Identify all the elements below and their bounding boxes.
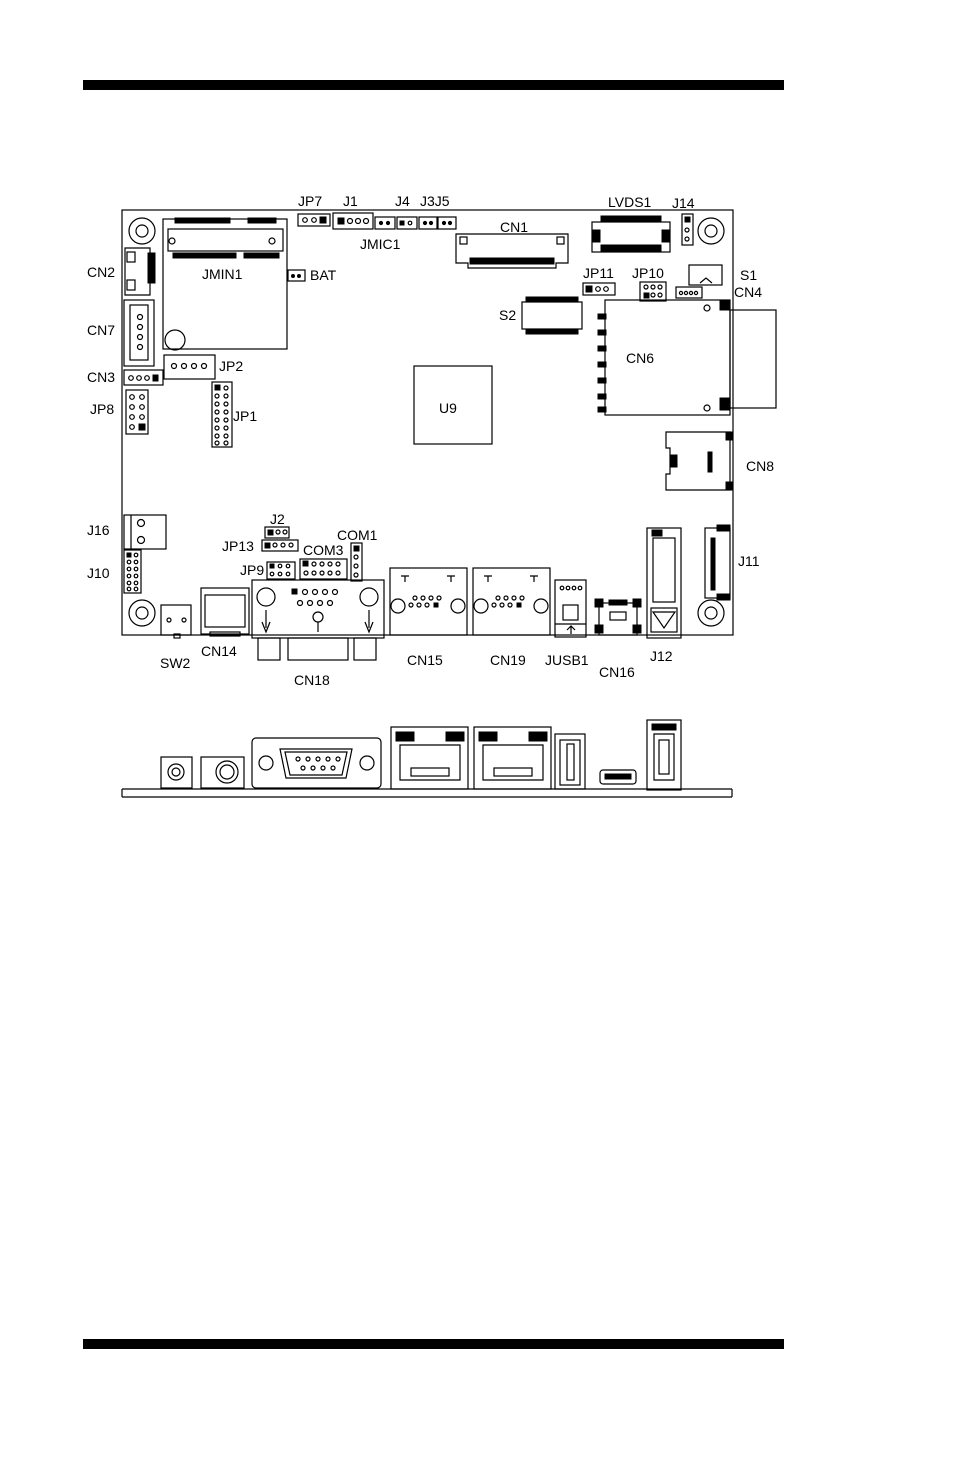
jp9-label: JP9 <box>240 562 264 578</box>
bottom-rule <box>83 1339 784 1349</box>
jp2-header <box>163 354 216 380</box>
cn18-label: CN18 <box>294 672 330 688</box>
j3j5-label: J3J5 <box>420 193 450 209</box>
j14-label: J14 <box>672 195 695 211</box>
cn15-label: CN15 <box>407 652 443 668</box>
j16-label: J16 <box>87 522 110 538</box>
j4-connector <box>374 216 396 230</box>
lvds1-label: LVDS1 <box>608 194 652 210</box>
j2-label: J2 <box>270 511 285 527</box>
cn14-jack <box>200 587 250 637</box>
j5b-connector <box>437 216 457 230</box>
sw2-label: SW2 <box>160 655 191 671</box>
j1-label: J1 <box>343 193 358 209</box>
com1-label: COM1 <box>337 527 378 543</box>
cn19-label: CN19 <box>490 652 526 668</box>
jp8-label: JP8 <box>90 401 114 417</box>
j11-connector <box>704 524 731 601</box>
mounting-hole-top-right <box>697 217 725 245</box>
jusb1-label: JUSB1 <box>545 652 589 668</box>
jp9-header <box>266 561 296 580</box>
cn4-label: CN4 <box>734 284 762 300</box>
jmic1-label: JMIC1 <box>360 236 401 252</box>
cn1-label: CN1 <box>500 219 528 235</box>
bat-connector <box>287 269 306 282</box>
jp13-label: JP13 <box>222 538 254 554</box>
u9-label: U9 <box>439 400 457 416</box>
s2-label: S2 <box>499 307 516 323</box>
cn6-socket <box>597 299 777 416</box>
cn6-label: CN6 <box>626 350 654 366</box>
j14-header <box>681 213 694 246</box>
cn14-label: CN14 <box>201 643 237 659</box>
j16-connector <box>123 514 167 550</box>
jp1-header <box>211 381 233 448</box>
cn7-label: CN7 <box>87 322 115 338</box>
j10-label: J10 <box>87 565 110 581</box>
cn15-rj45 <box>389 567 468 636</box>
mounting-hole-bottom-right <box>697 599 725 627</box>
jp13-header <box>261 539 299 552</box>
cn8-slot <box>665 431 734 491</box>
jp11-header <box>582 282 616 296</box>
j12-label: J12 <box>650 648 673 664</box>
cn16-label: CN16 <box>599 664 635 680</box>
jp10-header <box>639 281 667 302</box>
jp7-label: JP7 <box>298 193 322 209</box>
j4-label: J4 <box>395 193 410 209</box>
lvds1-connector <box>591 215 671 253</box>
jp11-label: JP11 <box>583 265 614 281</box>
cn19-rj45 <box>472 567 551 636</box>
cn3-label: CN3 <box>87 369 115 385</box>
cn3-connector <box>123 369 164 386</box>
cn2-connector <box>124 247 156 296</box>
s2-chip <box>521 296 583 335</box>
cn16-connector <box>594 598 642 636</box>
com1-header <box>350 542 363 582</box>
com3-label: COM3 <box>303 542 344 558</box>
jp2-label: JP2 <box>219 358 243 374</box>
s1-label: S1 <box>740 267 757 283</box>
cn1-connector <box>455 233 569 269</box>
jusb1-connector <box>554 579 587 638</box>
bat-label: BAT <box>310 267 337 283</box>
j3-connector <box>396 216 418 230</box>
mounting-hole-bottom-left <box>128 599 156 627</box>
j11-label: J11 <box>738 553 760 569</box>
s1-switch <box>688 264 723 286</box>
top-rule <box>83 80 784 90</box>
jmin1-connector <box>162 217 288 351</box>
cn4-connector <box>675 286 703 299</box>
jmin1-label: JMIN1 <box>202 266 243 282</box>
jp7-header <box>297 213 331 227</box>
j2-header <box>264 526 290 539</box>
j10-header <box>123 549 142 594</box>
u9-chip <box>413 365 493 445</box>
jp8-header <box>125 389 149 435</box>
cn18-db9 <box>251 579 385 661</box>
j5-connector <box>418 216 438 230</box>
front-panel-view <box>121 719 733 798</box>
com3-header <box>299 558 348 580</box>
j1-connector <box>332 212 374 230</box>
cn8-label: CN8 <box>746 458 774 474</box>
jp1-label: JP1 <box>233 408 257 424</box>
cn2-label: CN2 <box>87 264 115 280</box>
cn7-connector <box>123 299 155 367</box>
mounting-hole-top-left <box>128 217 156 245</box>
j12-connector <box>646 527 682 639</box>
sw2-button <box>160 604 192 639</box>
jp10-label: JP10 <box>632 265 664 281</box>
